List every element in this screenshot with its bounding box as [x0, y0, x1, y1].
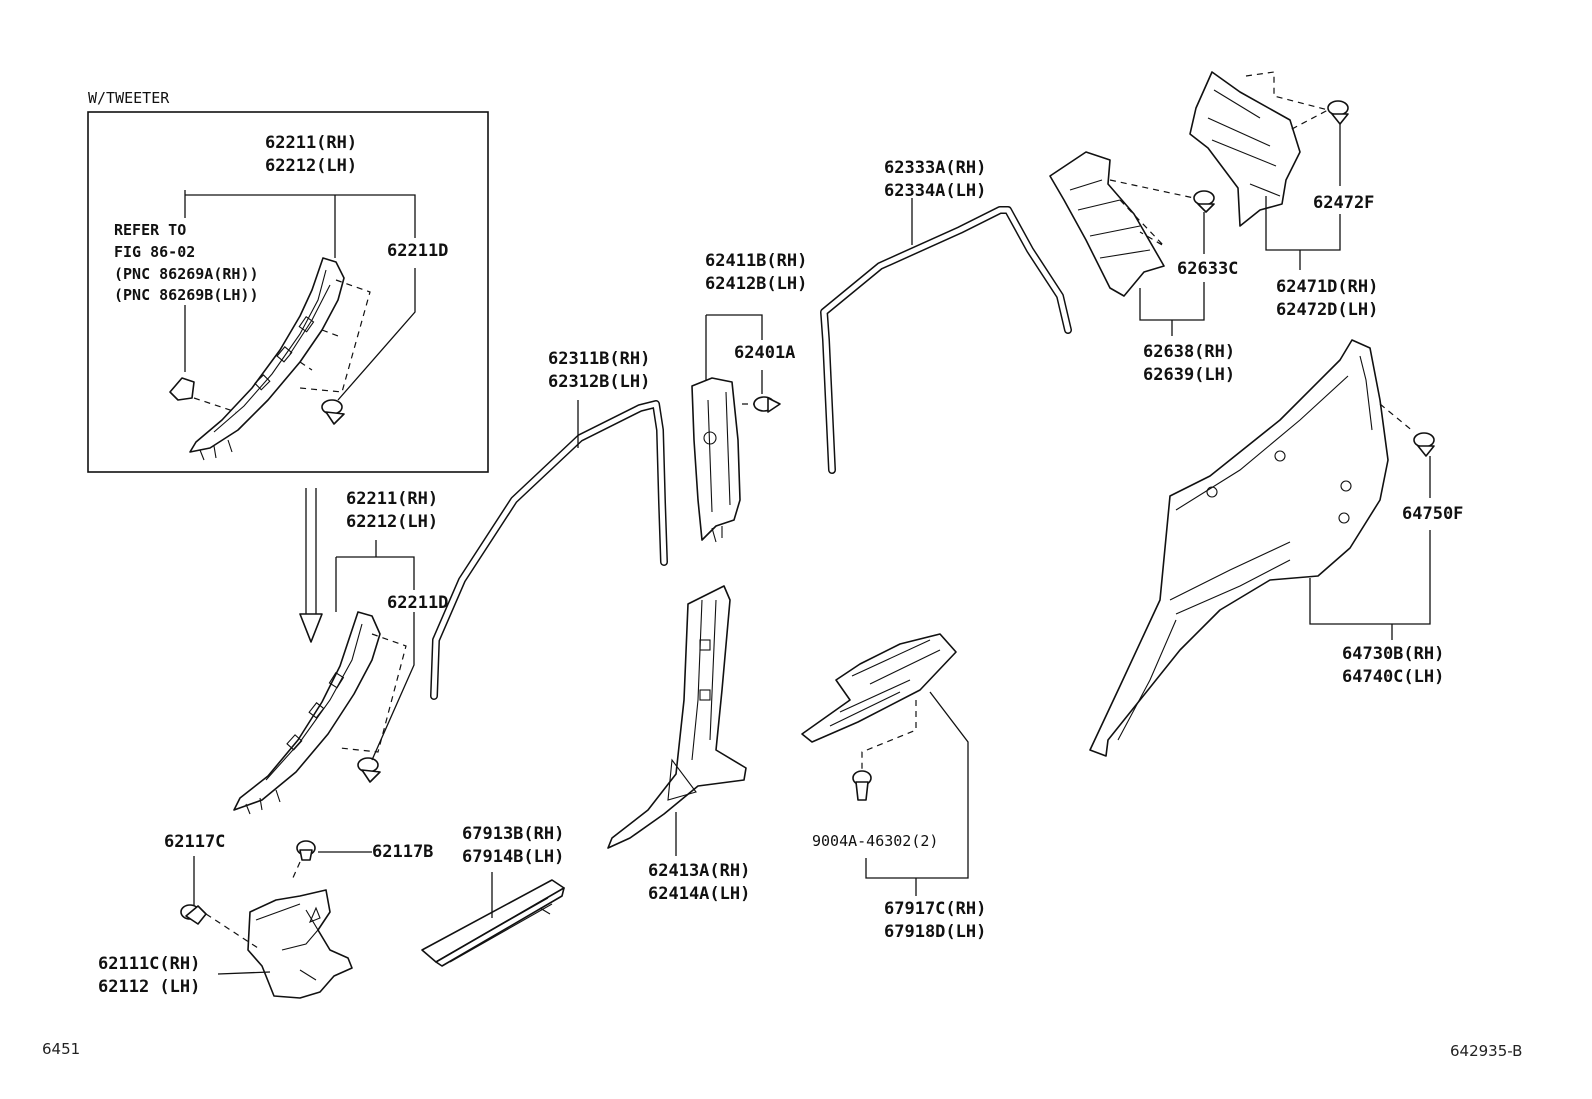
rear-scuff-clip — [852, 770, 872, 801]
c-pillar-rh-label: 62638(RH) — [1143, 342, 1236, 362]
inset-part-lh: 62212(LH) — [265, 156, 358, 176]
cowl-clip-c-label: 62117C — [164, 832, 226, 852]
cowl-clip-b — [296, 840, 316, 861]
c-clip-label: 62633C — [1177, 259, 1239, 279]
b-upper-rh-label: 62411B(RH) — [705, 251, 808, 271]
inset-a-pillar-garnish — [189, 257, 345, 461]
quarter-trim-panel — [1089, 339, 1389, 757]
b-clip-label: 62401A — [734, 343, 796, 363]
b-pillar-clip — [753, 396, 781, 413]
rear-door-weatherstrip — [820, 206, 1072, 474]
weatherstrip-rear-rh-label: 62333A(RH) — [884, 158, 987, 178]
scuff-rear-lh-label: 67918D(LH) — [884, 922, 987, 942]
cowl-lh-label: 62112 (LH) — [98, 977, 201, 997]
quarter-clip-label: 64750F — [1402, 504, 1464, 524]
inset-clip-label: 62211D — [387, 241, 449, 261]
d-clip-label: 62472F — [1313, 193, 1375, 213]
a-pillar-clip-label: 62211D — [387, 593, 449, 613]
c-pillar-garnish — [1049, 151, 1165, 297]
b-upper-lh-label: 62412B(LH) — [705, 274, 808, 294]
b-lower-lh-label: 62414A(LH) — [648, 884, 751, 904]
a-pillar-garnish — [233, 611, 381, 815]
inset-refer-1: REFER TO — [114, 221, 187, 239]
scuff-front-lh-label: 67914B(LH) — [462, 847, 565, 867]
inset-frame — [87, 111, 489, 473]
front-scuff-plate — [421, 879, 565, 967]
replacement-arrow — [299, 488, 323, 643]
quarter-trim-rh-label: 64730B(RH) — [1342, 644, 1445, 664]
c-pillar-clip — [1193, 190, 1215, 213]
quarter-clip — [1413, 432, 1435, 457]
scuff-rear-rh-label: 67917C(RH) — [884, 899, 987, 919]
cowl-clip-b-label: 62117B — [372, 842, 434, 862]
quarter-trim-lh-label: 64740C(LH) — [1342, 667, 1445, 687]
b-lower-rh-label: 62413A(RH) — [648, 861, 751, 881]
footer-left-code: 6451 — [42, 1040, 81, 1058]
scuff-front-rh-label: 67913B(RH) — [462, 824, 565, 844]
weatherstrip-front-lh-label: 62312B(LH) — [548, 372, 651, 392]
d-pillar-garnish — [1189, 71, 1301, 227]
weatherstrip-front-rh-label: 62311B(RH) — [548, 349, 651, 369]
scuff-clip-label: 9004A-46302(2) — [812, 832, 939, 850]
inset-refer-4: (PNC 86269B(LH)) — [114, 286, 259, 304]
inset-part-rh: 62211(RH) — [265, 133, 358, 153]
b-pillar-upper-garnish — [691, 377, 741, 543]
front-door-weatherstrip — [430, 400, 668, 700]
footer-right-code: 642935-B — [1450, 1042, 1523, 1060]
cowl-rh-label: 62111C(RH) — [98, 954, 201, 974]
c-pillar-lh-label: 62639(LH) — [1143, 365, 1236, 385]
rear-scuff-plate — [801, 633, 957, 743]
d-pillar-clip — [1327, 100, 1349, 125]
cowl-clip-c — [180, 904, 207, 925]
inset-title: W/TWEETER — [88, 89, 170, 107]
a-pillar-rh-label: 62211(RH) — [346, 489, 439, 509]
b-pillar-lower-garnish — [607, 585, 747, 849]
inset-refer-3: (PNC 86269A(RH)) — [114, 265, 259, 283]
cowl-side-trim — [247, 889, 353, 999]
inset-refer-2: FIG 86-02 — [114, 243, 196, 261]
weatherstrip-rear-lh-label: 62334A(LH) — [884, 181, 987, 201]
d-pillar-lh-label: 62472D(LH) — [1276, 300, 1379, 320]
a-pillar-clip — [357, 757, 381, 783]
a-pillar-lh-label: 62212(LH) — [346, 512, 439, 532]
d-pillar-rh-label: 62471D(RH) — [1276, 277, 1379, 297]
inset-tweeter-bracket — [169, 377, 195, 401]
inset-clip — [321, 399, 345, 425]
